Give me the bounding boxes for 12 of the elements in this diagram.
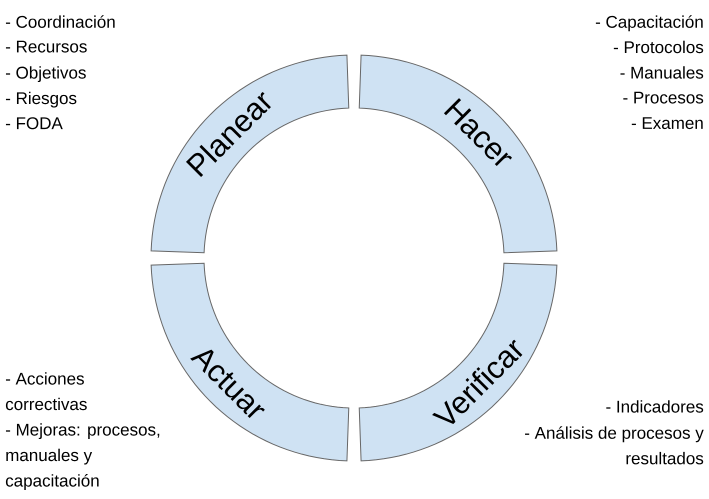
list-item: - Manuales [620, 66, 704, 79]
list-item: - Riesgos [6, 92, 76, 108]
list-item: - Examen [632, 117, 703, 130]
list-item: - FODA [6, 117, 63, 130]
list-item: - Protocolos [614, 40, 704, 54]
list-item: - Acciones correctivas [6, 372, 87, 410]
list-item: - Procesos [623, 92, 704, 104]
list-item: - Recursos [6, 40, 87, 53]
list-item: - Capacitación [596, 15, 703, 32]
list-item: - Objetivos [6, 66, 86, 82]
list-item: - Coordinación [6, 15, 115, 28]
list-item: - Indicadores [606, 400, 704, 413]
